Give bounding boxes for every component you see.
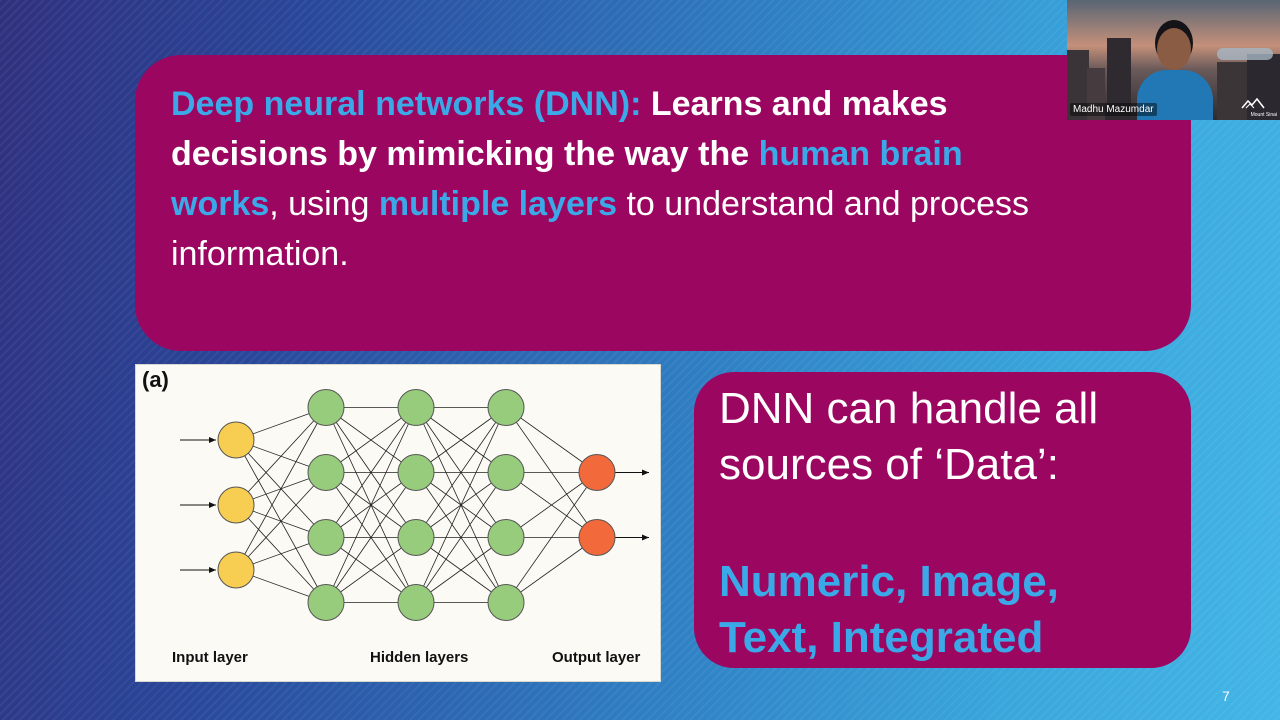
definition-segment: [749, 135, 758, 173]
connection-edge: [505, 472, 598, 538]
connection-edge: [235, 472, 327, 571]
city-building: [1087, 68, 1105, 120]
connection-edge: [235, 407, 327, 571]
presenter-body: [1137, 70, 1213, 120]
output-node: [578, 454, 616, 491]
hidden-node: [397, 454, 435, 491]
hidden-node: [397, 389, 435, 426]
hidden-node: [397, 519, 435, 556]
data-types-line-1: Numeric, Image,: [719, 557, 1059, 606]
presenter-head: [1157, 28, 1191, 70]
neural-network-figure: (a) Input layer Hidden layers Output lay…: [135, 364, 661, 682]
city-building: [1067, 50, 1089, 120]
hidden-node: [307, 454, 345, 491]
network-diagram: [180, 389, 649, 621]
definition-segment: human brain works: [171, 135, 963, 223]
connection-edge: [505, 472, 598, 603]
hidden-node: [307, 584, 345, 621]
connection-edge: [235, 407, 327, 506]
mount-sinai-logo-icon: [1241, 97, 1265, 109]
connection-edge: [415, 472, 507, 603]
data-sources-line-1: DNN can handle all: [719, 384, 1099, 433]
connection-edge: [415, 407, 507, 538]
hidden-node: [487, 519, 525, 556]
connection-edge: [325, 537, 417, 603]
connection-edge: [505, 537, 598, 603]
connection-edge: [415, 407, 507, 603]
city-building: [1217, 62, 1247, 120]
city-building: [1107, 38, 1131, 120]
connection-edge: [325, 407, 417, 603]
participant-name: Madhu Mazumdar: [1070, 103, 1157, 116]
connection-edge: [325, 472, 417, 603]
connection-edge: [415, 407, 507, 473]
connection-edge: [325, 407, 417, 538]
hidden-layers-label: Hidden layers: [370, 649, 469, 666]
hidden-node: [307, 389, 345, 426]
presenter-webcam[interactable]: Madhu Mazumdar Mount Sinai: [1067, 0, 1280, 120]
data-types-line-2: Text, Integrated: [719, 613, 1044, 662]
definition-segment: multiple layers: [378, 185, 617, 223]
definition-segment: to understand and process information.: [171, 185, 1030, 273]
hidden-node: [397, 584, 435, 621]
mount-sinai-logo-text: Mount Sinai: [1250, 112, 1277, 118]
definition-segment: Learns and makes decisions by mimicking …: [171, 85, 948, 173]
connection-edge: [325, 407, 417, 473]
definition-segment: [641, 85, 650, 123]
hidden-node: [487, 584, 525, 621]
input-node: [217, 421, 255, 459]
data-sources-line-2: sources of ‘Data’:: [719, 440, 1059, 489]
definition-segment: Deep neural networks (DNN):: [171, 85, 642, 123]
slide-page-number: 7: [1222, 688, 1230, 704]
output-node: [578, 519, 616, 556]
data-sources-box: DNN can handle all sources of ‘Data’: Nu…: [694, 372, 1191, 668]
definition-text: Deep neural networks (DNN): Learns and m…: [171, 79, 1071, 279]
output-layer-label: Output layer: [552, 649, 641, 666]
connection-edge: [505, 407, 598, 473]
definition-box: Deep neural networks (DNN): Learns and m…: [135, 55, 1191, 351]
input-layer-label: Input layer: [172, 649, 248, 666]
hidden-node: [487, 389, 525, 426]
hidden-node: [307, 519, 345, 556]
figure-panel-label: (a): [142, 367, 169, 392]
hidden-node: [487, 454, 525, 491]
cityscape-lake: [1217, 48, 1273, 60]
input-node: [217, 486, 255, 524]
input-node: [217, 551, 255, 589]
city-building: [1247, 54, 1280, 120]
connection-edge: [415, 537, 507, 603]
definition-segment: , using: [269, 185, 379, 223]
